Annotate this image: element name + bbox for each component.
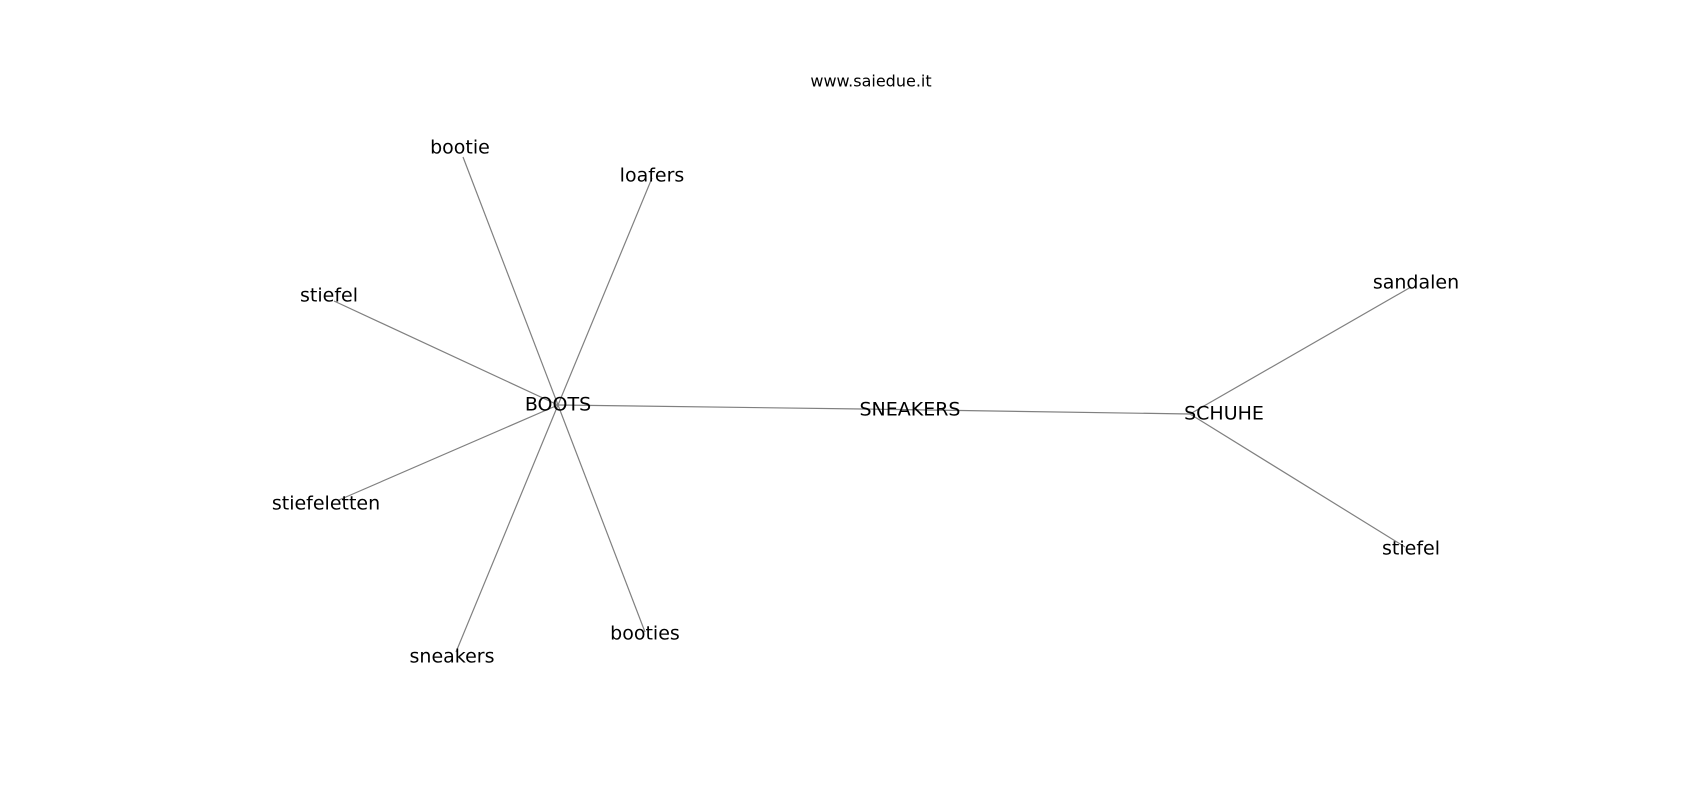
- node-label-loafers: loafers: [620, 165, 685, 187]
- node-label-booties: booties: [610, 623, 680, 645]
- edge-boots-bootie: [462, 156, 559, 406]
- node-label-boots: BOOTS: [525, 394, 591, 416]
- edge-boots-stiefel_1: [333, 300, 559, 406]
- edge-schuhe-stiefel_2: [1189, 413, 1406, 548]
- nodes-layer: BOOTS SNEAKERS SCHUHE bootie loafers stiefel s…: [272, 137, 1459, 668]
- edge-boots-booties: [557, 404, 646, 633]
- node-label-bootie: bootie: [430, 137, 490, 159]
- node-label-sneakers-hub: SNEAKERS: [859, 399, 960, 421]
- node-label-stiefel-1: stiefel: [300, 285, 358, 307]
- edge-boots-sneakers_leaf: [455, 404, 559, 653]
- edge-schuhe-sandalen: [1189, 286, 1412, 415]
- node-label-schuhe: SCHUHE: [1184, 403, 1264, 425]
- edges-layer: [333, 156, 1412, 653]
- edge-boots-sneakers_hub: [557, 404, 863, 410]
- node-label-sandalen: sandalen: [1373, 272, 1459, 294]
- edge-sneakers_hub-schuhe: [861, 408, 1191, 415]
- edge-boots-stiefeletten: [338, 404, 559, 501]
- site-title: www.saiedue.it: [810, 72, 931, 91]
- node-label-stiefel-2: stiefel: [1382, 538, 1440, 560]
- node-label-stiefeletten: stiefeletten: [272, 493, 380, 515]
- node-label-sneakers-leaf: sneakers: [410, 646, 495, 668]
- edge-boots-loafers: [557, 177, 653, 406]
